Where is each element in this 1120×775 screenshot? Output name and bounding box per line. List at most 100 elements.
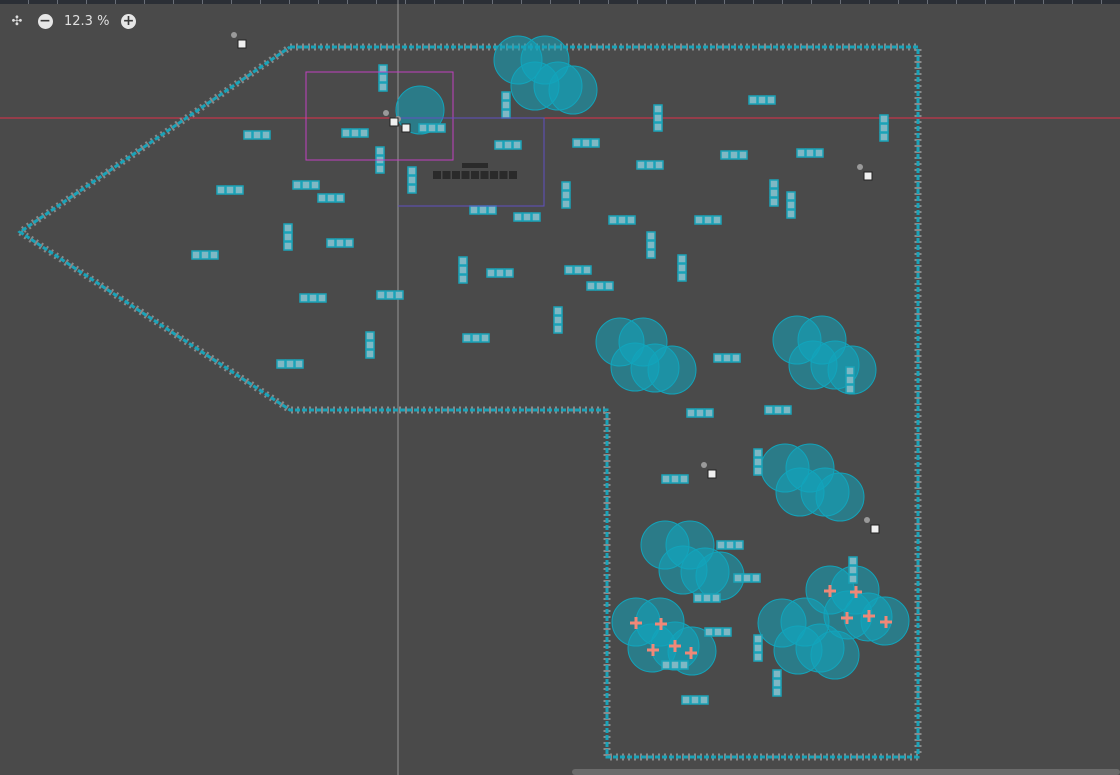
ui-slot-node (452, 171, 460, 179)
node-sprite (753, 634, 763, 644)
node-sprite (879, 114, 889, 124)
node-sprite (513, 212, 523, 222)
node-helper-icon (237, 39, 247, 49)
node-sprite (335, 193, 345, 203)
zoom-toolbar: ✣ − 12.3 % + (8, 12, 137, 30)
zoom-reset-button[interactable]: ✣ (8, 12, 26, 30)
area-circle (548, 65, 598, 115)
node-sprite (301, 180, 311, 190)
node-sprite (458, 265, 468, 275)
spawn-marker-icon (647, 644, 659, 656)
spawn-marker-icon (655, 618, 667, 630)
node-sprite (722, 353, 732, 363)
node-sprite (595, 281, 605, 291)
node-sprite (695, 408, 705, 418)
node-sprite (407, 184, 417, 194)
node-sprite (276, 359, 286, 369)
ui-slot-node (490, 171, 498, 179)
node-sprite (753, 643, 763, 653)
node-sprite (308, 293, 318, 303)
node-sprite (200, 250, 210, 260)
node-sprite (725, 540, 735, 550)
node-sprite (782, 405, 792, 415)
node-sprite (283, 223, 293, 233)
node-sprite (845, 384, 855, 394)
node-sprite (486, 268, 496, 278)
node-sprite (335, 238, 345, 248)
spawn-marker-icon (863, 610, 875, 622)
node-sprite (503, 140, 513, 150)
node-sprite (751, 573, 761, 583)
node-helper-icon (863, 171, 873, 181)
ui-slot-node (480, 171, 489, 179)
node-sprite (786, 191, 796, 201)
node-sprite (378, 82, 388, 92)
spawn-marker-icon (880, 616, 892, 628)
node-pivot-icon (864, 517, 870, 523)
horizontal-scrollbar[interactable] (572, 769, 1120, 775)
node-sprite (590, 138, 600, 148)
zoom-in-button[interactable]: + (119, 12, 137, 30)
node-sprite (848, 556, 858, 566)
node-sprite (471, 333, 481, 343)
node-sprite (365, 331, 375, 341)
node-sprite (553, 306, 563, 316)
spawn-marker-icon (841, 612, 853, 624)
node-sprite (326, 193, 336, 203)
node-sprite (487, 205, 497, 215)
node-sprite (636, 160, 646, 170)
node-sprite (531, 212, 541, 222)
node-sprite (317, 193, 327, 203)
node-sprite (572, 138, 582, 148)
node-sprite (365, 349, 375, 359)
node-sprite (772, 687, 782, 697)
node-sprite (365, 340, 375, 350)
node-sprite (553, 315, 563, 325)
node-sprite (561, 199, 571, 209)
wall-border (17, 45, 920, 759)
node-sprite (494, 140, 504, 150)
minus-circle-icon: − (37, 12, 53, 29)
node-sprite (713, 627, 723, 637)
node-sprite (731, 353, 741, 363)
node-sprite (326, 238, 336, 248)
node-helper-icon (870, 524, 880, 534)
node-sprite (704, 627, 714, 637)
spawn-marker-icon (669, 640, 681, 652)
node-sprite (608, 215, 618, 225)
node-sprite (564, 265, 574, 275)
node-sprite (786, 200, 796, 210)
node-sprite (252, 130, 262, 140)
node-sprite (294, 359, 304, 369)
node-sprite (561, 190, 571, 200)
plus-circle-icon: + (120, 12, 136, 29)
node-sprite (501, 100, 511, 110)
node-helper-icon (389, 117, 399, 127)
zoom-out-button[interactable]: − (36, 12, 54, 30)
node-sprite (679, 474, 689, 484)
node-sprite (679, 660, 689, 670)
node-sprite (733, 573, 743, 583)
node-sprite (769, 188, 779, 198)
zoom-level[interactable]: 12.3 % (64, 13, 110, 29)
node-sprite (378, 73, 388, 83)
node-sprite (848, 565, 858, 575)
node-sprite (661, 474, 671, 484)
node-sprite (480, 333, 490, 343)
camera-viewport-rect (398, 117, 545, 207)
node-sprite (653, 122, 663, 132)
node-sprite (681, 695, 691, 705)
ui-slot-node (433, 171, 441, 179)
node-sprite (378, 64, 388, 74)
node-sprite (344, 238, 354, 248)
node-sprite (504, 268, 514, 278)
spawn-marker-icon (850, 586, 862, 598)
node-sprite (285, 359, 295, 369)
node-sprite (376, 290, 386, 300)
node-sprite (670, 474, 680, 484)
node-sprite (693, 593, 703, 603)
node-sprite (764, 405, 774, 415)
node-sprite (375, 164, 385, 174)
node-sprite (553, 324, 563, 334)
